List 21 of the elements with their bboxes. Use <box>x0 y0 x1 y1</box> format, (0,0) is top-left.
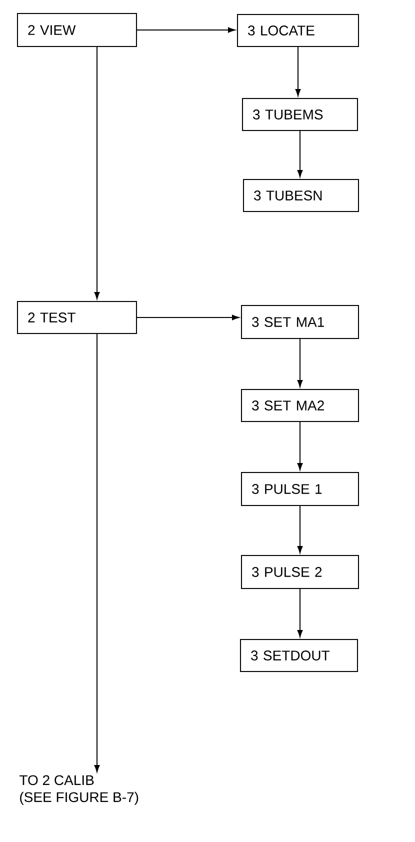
process-box: 2 VIEW <box>17 13 137 47</box>
arrow <box>297 338 303 388</box>
arrow <box>297 506 303 554</box>
process-box: 3 SETDOUT <box>240 639 358 672</box>
process-box: 3 TUBEMS <box>242 98 358 131</box>
arrow <box>297 588 303 638</box>
arrow <box>94 334 100 772</box>
arrow <box>136 314 240 320</box>
process-box: 3 TUBESN <box>243 179 359 212</box>
arrow <box>297 422 303 470</box>
process-box: 2 TEST <box>17 301 137 334</box>
note-text: TO 2 CALIB (SEE FIGURE B-7) <box>20 775 138 805</box>
arrow <box>297 130 303 178</box>
process-box: 3 SET MA2 <box>241 389 359 422</box>
arrow <box>136 27 236 33</box>
arrow <box>295 46 301 96</box>
process-box: 3 LOCATE <box>237 14 359 47</box>
process-box: 3 PULSE 1 <box>241 472 359 506</box>
process-box: 3 SET MA1 <box>241 305 359 339</box>
process-box: 3 PULSE 2 <box>241 555 359 589</box>
arrow <box>94 46 100 300</box>
